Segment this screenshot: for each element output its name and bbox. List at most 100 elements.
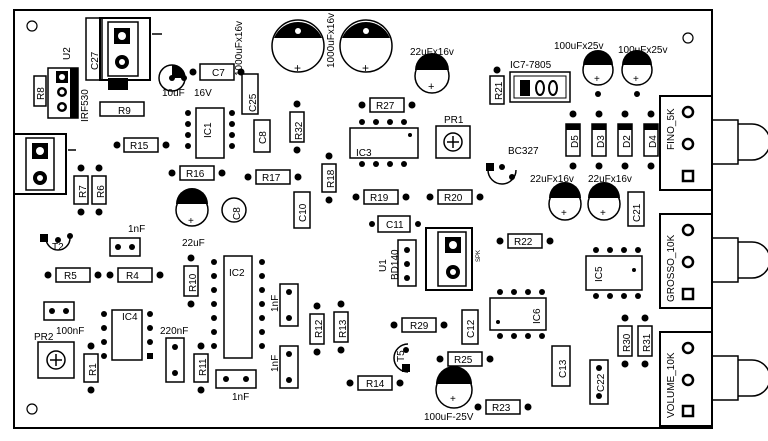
label-r18: R18 bbox=[326, 169, 337, 188]
cap-220nf: 220nF bbox=[160, 326, 188, 383]
label-10uf: 10uF bbox=[162, 88, 185, 99]
label-100uf-a: 100uFx25v bbox=[554, 41, 603, 52]
r12-resistor: R12 bbox=[309, 302, 325, 356]
r31-resistor: R31 bbox=[637, 314, 653, 368]
cap-22uf-a: + 22uFx16v bbox=[410, 47, 454, 94]
label-c8-a: C8 bbox=[258, 131, 269, 144]
label-pr1: PR1 bbox=[444, 115, 464, 126]
label-r9: R9 bbox=[118, 106, 131, 117]
r32-resistor: R32 bbox=[289, 100, 305, 154]
cap-100uf-a: + 100uFx25v bbox=[554, 41, 614, 97]
label-1nf-a: 1nF bbox=[128, 224, 145, 235]
label-d3: D3 bbox=[596, 135, 607, 148]
r6-resistor: R6 bbox=[91, 164, 107, 216]
label-c7: C7 bbox=[212, 68, 225, 79]
cap-1000uf-a: + bbox=[271, 19, 325, 75]
bc327-transistor: BC327 bbox=[486, 146, 539, 185]
r29-resistor: R29 bbox=[390, 317, 448, 333]
label-t5: T5 bbox=[396, 350, 407, 362]
mount-hole-tr bbox=[682, 32, 694, 44]
label-1000uf-a: 1000uFx16v bbox=[234, 21, 245, 76]
cap-1nf-b: 1nF bbox=[270, 283, 299, 327]
label-1nf-b: 1nF bbox=[270, 295, 281, 312]
label-100uf-b: 100uFx25v bbox=[618, 45, 667, 56]
label-r7: R7 bbox=[78, 185, 89, 198]
r9-resistor: R9 bbox=[99, 78, 145, 117]
svg-text:+: + bbox=[594, 74, 600, 85]
r10-resistor: R10 bbox=[183, 254, 199, 308]
c22-capacitor: C22 bbox=[589, 359, 609, 405]
r27-resistor: R27 bbox=[358, 97, 416, 113]
svg-text:+: + bbox=[600, 208, 606, 219]
pr2-trimmer: PR2 bbox=[34, 332, 75, 379]
cap-100nf: 100nF bbox=[43, 301, 84, 337]
ic7-regulator: IC7-7805 bbox=[509, 60, 571, 103]
label-r20: R20 bbox=[444, 193, 463, 204]
label-c8-b: C8 bbox=[232, 207, 243, 220]
ic6-chip: IC6 bbox=[489, 289, 547, 339]
label-16v: 16V bbox=[194, 88, 212, 99]
pot-grosso: GROSSO_10K bbox=[659, 213, 768, 309]
label-22uf-a: 22uFx16v bbox=[410, 47, 454, 58]
cap-22uf-b: + 22uFx16v bbox=[530, 174, 582, 221]
label-r19: R19 bbox=[370, 193, 389, 204]
label-r5: R5 bbox=[64, 271, 77, 282]
cap-1000uf-b: + 1000uFx16v bbox=[326, 13, 393, 75]
label-r8: R8 bbox=[36, 87, 47, 100]
c11-capacitor: C11 bbox=[369, 215, 421, 233]
label-100nf: 100nF bbox=[56, 326, 84, 337]
label-d4: D4 bbox=[648, 135, 659, 148]
left-terminal bbox=[13, 133, 76, 195]
label-r13: R13 bbox=[338, 319, 349, 338]
r5-resistor: R5 bbox=[44, 267, 102, 283]
label-22uf-b: 22uFx16v bbox=[530, 174, 574, 185]
pot-volume: VOLUME_10K bbox=[659, 331, 768, 427]
label-r4: R4 bbox=[126, 271, 139, 282]
c10-capacitor: C10 bbox=[293, 191, 311, 229]
t5-transistor: T5 bbox=[393, 343, 410, 373]
label-ic5: IC5 bbox=[594, 266, 605, 282]
label-r17: R17 bbox=[262, 173, 281, 184]
c8-capacitor-b: C8 bbox=[221, 197, 247, 223]
cap-100uf-b: + 100uFx25v bbox=[618, 45, 667, 97]
cap-1nf-d: 1nF bbox=[270, 345, 299, 389]
label-grosso: GROSSO_10K bbox=[666, 234, 677, 302]
label-r16: R16 bbox=[186, 169, 205, 180]
mount-hole-bl bbox=[26, 403, 38, 415]
r8-resistor: R8 bbox=[33, 75, 47, 107]
label-ic7: IC7-7805 bbox=[510, 60, 552, 71]
spk-terminal: SPK bbox=[425, 227, 482, 291]
label-22uf-c: 22uFx16v bbox=[588, 174, 632, 185]
label-u1: U1 bbox=[378, 259, 389, 272]
svg-text:+: + bbox=[633, 74, 639, 85]
label-r23: R23 bbox=[492, 403, 511, 414]
cap-100uf-c: + 100uF-25V bbox=[424, 366, 474, 423]
mount-hole-tl bbox=[26, 20, 38, 32]
label-1000uf-b: 1000uFx16v bbox=[326, 13, 337, 68]
label-c22: C22 bbox=[596, 373, 607, 392]
label-ic1: IC1 bbox=[203, 122, 214, 138]
label-volume: VOLUME_10K bbox=[666, 352, 677, 418]
label-c10: C10 bbox=[298, 203, 309, 222]
label-pr2: PR2 bbox=[34, 332, 54, 343]
label-r11: R11 bbox=[198, 358, 209, 376]
label-ic2: IC2 bbox=[229, 268, 245, 279]
r16-resistor: R16 bbox=[168, 165, 226, 181]
label-r32: R32 bbox=[294, 121, 305, 140]
ic2-chip: IC2 bbox=[211, 255, 265, 359]
label-ic6: IC6 bbox=[532, 308, 543, 324]
label-r12: R12 bbox=[314, 319, 325, 338]
diode-d2: D2 bbox=[617, 110, 633, 170]
svg-text:+: + bbox=[561, 208, 567, 219]
ic4-chip: IC4 bbox=[101, 309, 153, 361]
r4-resistor: R4 bbox=[106, 267, 164, 283]
svg-text:+: + bbox=[428, 81, 434, 93]
r23-resistor: R23 bbox=[474, 399, 532, 415]
c12-capacitor: C12 bbox=[461, 309, 479, 345]
label-d2: D2 bbox=[622, 135, 633, 148]
label-u2: U2 bbox=[62, 47, 73, 60]
label-r29: R29 bbox=[410, 321, 429, 332]
label-t2: T2 bbox=[52, 242, 64, 253]
label-c13: C13 bbox=[558, 359, 569, 378]
label-r14: R14 bbox=[366, 379, 385, 390]
